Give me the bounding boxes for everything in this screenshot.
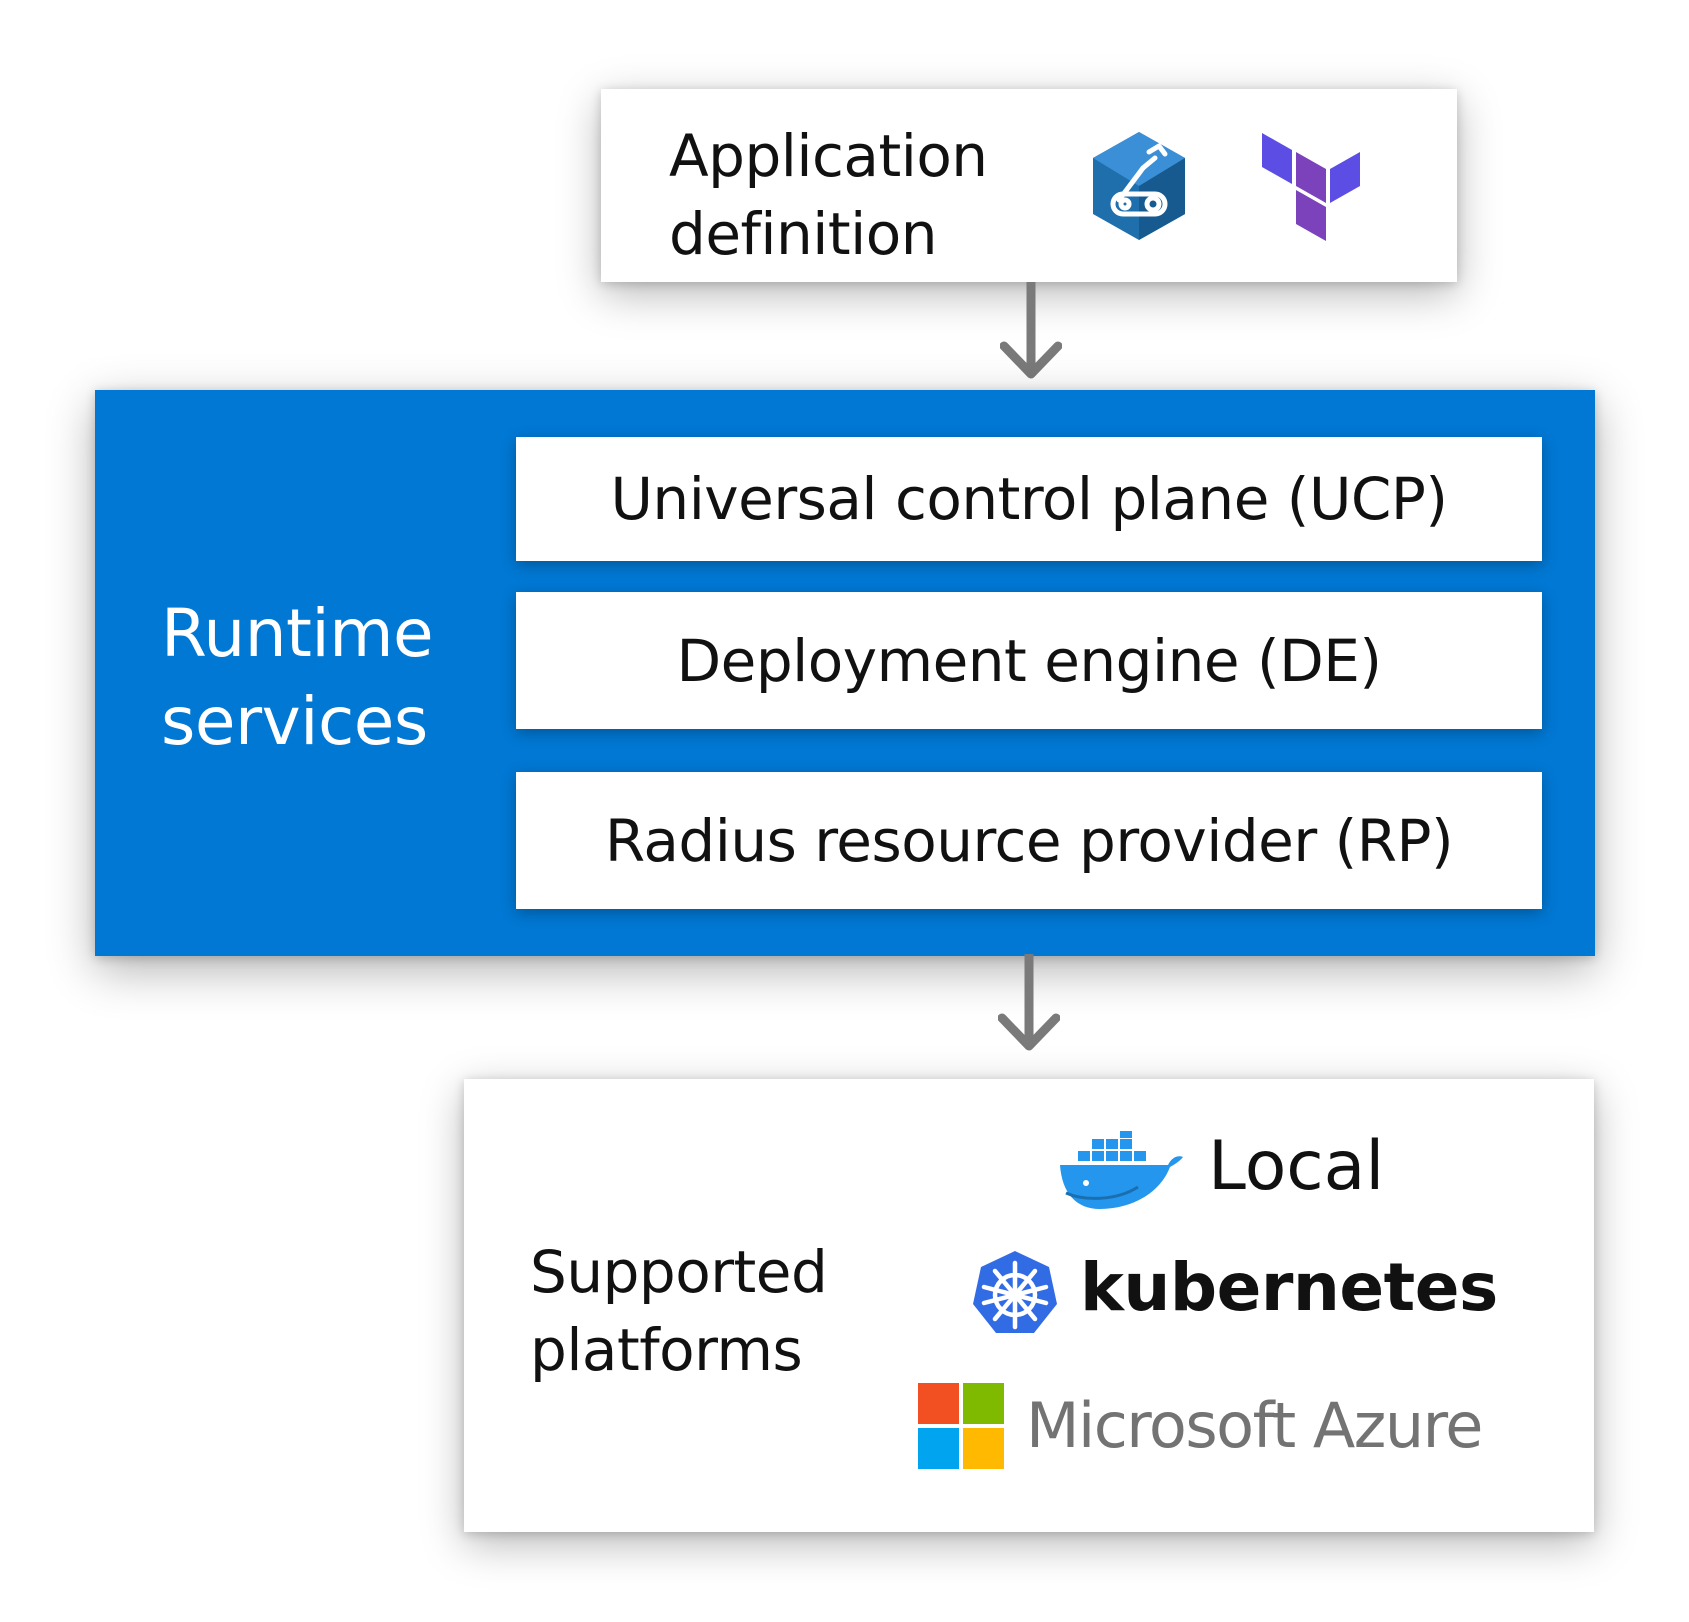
kubernetes-label: kubernetes [1080, 1249, 1498, 1326]
application-definition-box: Application definition [601, 89, 1457, 282]
supported-platforms-title: Supported platforms [530, 1238, 828, 1384]
supported-platforms-box: Supported platforms Local kube [464, 1079, 1594, 1532]
microsoft-logo-icon [918, 1383, 1004, 1469]
microsoft-azure-label: Microsoft Azure [1026, 1389, 1483, 1462]
local-label: Local [1208, 1127, 1385, 1206]
down-arrow-icon [1000, 282, 1062, 379]
universal-control-plane-box: Universal control plane (UCP) [516, 437, 1542, 561]
radius-resource-provider-box: Radius resource provider (RP) [516, 772, 1542, 909]
terraform-icon [1262, 133, 1360, 241]
runtime-services-title: Runtime services [161, 595, 434, 760]
kubernetes-icon [973, 1251, 1057, 1333]
bicep-icon [1093, 132, 1185, 240]
application-definition-title: Application definition [669, 122, 988, 268]
down-arrow-icon [998, 954, 1060, 1051]
runtime-services-box: Runtime services Universal control plane… [95, 390, 1595, 956]
deployment-engine-box: Deployment engine (DE) [516, 592, 1542, 729]
docker-icon [1060, 1131, 1183, 1209]
